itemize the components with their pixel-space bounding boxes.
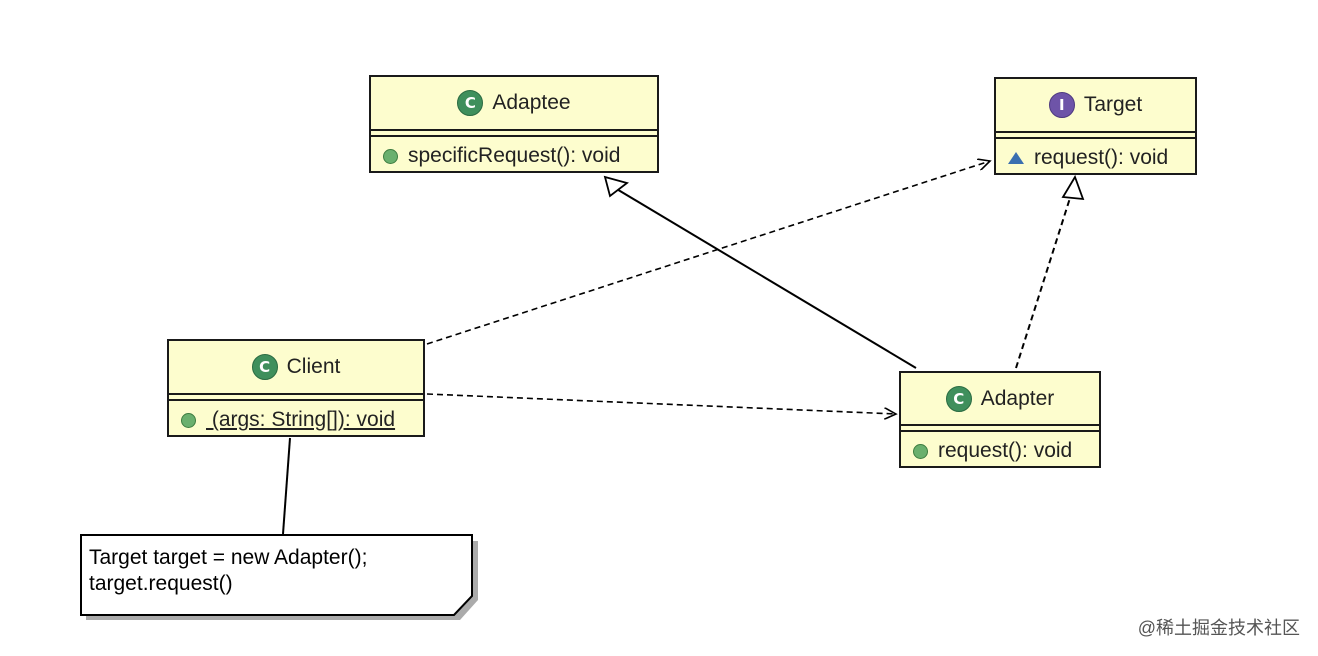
watermark: @稀土掘金技术社区	[1137, 618, 1300, 638]
method-request: request(): void	[1034, 146, 1169, 169]
dependency-client-adapter	[426, 393, 896, 414]
class-adaptee-name: Adaptee	[492, 91, 571, 114]
interface-target-name: Target	[1083, 93, 1143, 116]
class-divider	[901, 424, 1099, 432]
generalization-arrowhead	[603, 175, 629, 198]
abstract-method-icon	[1008, 152, 1024, 164]
note-line-2: target.request()	[89, 572, 233, 595]
class-adaptee[interactable]: C Adaptee specificRequest(): void	[369, 75, 659, 173]
note-box	[80, 534, 473, 616]
class-adaptee-members: specificRequest(): void	[371, 137, 657, 175]
method-request: request(): void	[938, 439, 1073, 462]
class-client-header: C Client	[169, 341, 423, 393]
class-divider	[371, 129, 657, 137]
realization-arrowhead	[1061, 174, 1085, 201]
class-adaptee-header: C Adaptee	[371, 77, 657, 129]
realization-adapter-target	[1015, 197, 1071, 369]
class-icon: C	[251, 354, 278, 380]
method-specific-request: specificRequest(): void	[408, 144, 621, 167]
note-line-1: Target target = new Adapter();	[89, 546, 367, 569]
class-client-members: (args: String[]): void	[169, 401, 423, 439]
method-main: (args: String[]): void	[206, 408, 396, 431]
interface-icon: I	[1048, 92, 1075, 118]
class-icon: C	[945, 385, 972, 412]
class-icon: C	[457, 90, 484, 116]
class-client[interactable]: C Client (args: String[]): void	[167, 339, 425, 437]
dependency-client-target	[426, 161, 990, 345]
class-adapter[interactable]: C Adapter request(): void	[899, 371, 1101, 468]
interface-target[interactable]: I Target request(): void	[994, 77, 1197, 175]
generalization-adapter-adaptee	[614, 187, 917, 369]
class-adapter-members: request(): void	[901, 432, 1099, 470]
interface-target-members: request(): void	[996, 139, 1195, 177]
public-method-icon	[913, 443, 928, 459]
interface-target-header: I Target	[996, 79, 1195, 131]
class-adapter-header: C Adapter	[901, 373, 1099, 424]
class-client-name: Client	[286, 355, 341, 378]
note-anchor-line	[282, 437, 291, 535]
class-adapter-name: Adapter	[980, 386, 1055, 410]
class-divider	[169, 393, 423, 401]
public-method-icon	[383, 148, 398, 164]
class-divider	[996, 131, 1195, 139]
public-method-icon	[181, 412, 196, 428]
